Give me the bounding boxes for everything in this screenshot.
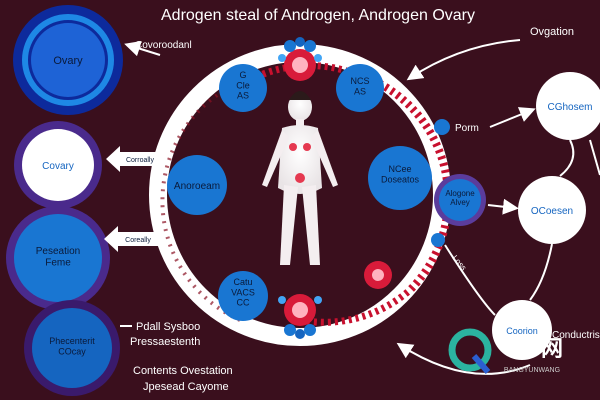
conductris-label: Conductris xyxy=(552,330,600,341)
line-ocoesen-cghosem-outer xyxy=(589,139,600,176)
arrow-ovgation xyxy=(406,39,521,81)
line-ocoesen-coorion xyxy=(529,243,553,301)
svg-text:Anoroeam: Anoroeam xyxy=(174,181,220,192)
svg-text:CGhosem: CGhosem xyxy=(547,102,592,113)
press-label: Pressaestenth xyxy=(130,336,200,348)
jepes-label: Jpesead Cayome xyxy=(143,381,229,393)
line-cghosem-ocoesen xyxy=(559,139,575,177)
watermark-logo: 帮 网 BANGYUNWANG xyxy=(448,328,563,374)
svg-text:Corroally: Corroally xyxy=(126,157,155,164)
ovary-cluster-bottom-icon xyxy=(278,294,322,339)
ring-node-left: Anoroeam xyxy=(167,155,227,215)
human-body-icon xyxy=(262,91,338,265)
node-cghosem: CGhosem xyxy=(536,72,600,140)
svg-text:Coorion: Coorion xyxy=(506,326,538,336)
porm-label: Porm xyxy=(455,123,479,134)
arrow-porm-cghosem xyxy=(489,107,536,128)
watermark-brand: 帮 网 xyxy=(513,336,563,361)
arrow-covoroodanl xyxy=(124,40,161,57)
ovary-cluster-right-icon xyxy=(364,261,392,289)
arrow-alogone-ocoesen xyxy=(487,198,519,215)
small-node-porm xyxy=(434,119,450,135)
red-arc-bottom xyxy=(299,287,413,326)
small-node-loss xyxy=(431,233,445,247)
arrow-bottom-return xyxy=(396,342,531,375)
ovgation-label: Ovgation xyxy=(530,26,574,38)
svg-text:OCoesen: OCoesen xyxy=(531,206,573,217)
pdall-label: Pdall Sysboo xyxy=(136,321,200,333)
node-ocoesen: OCoesen xyxy=(518,176,586,244)
covoroodanl-label: Covoroodanl xyxy=(135,40,192,51)
red-arc-left xyxy=(160,78,246,322)
line-loss-coorion xyxy=(444,244,496,316)
svg-text:Ovary: Ovary xyxy=(53,55,83,67)
svg-text:Coreally: Coreally xyxy=(125,237,151,244)
left-node-ovary: Ovary xyxy=(13,5,123,115)
arrow-corroally: Corroally xyxy=(106,146,163,172)
diagram-title: Adrogen steal of Androgen, Androgen Ovar… xyxy=(161,7,475,24)
node-coorion: Coorion xyxy=(492,300,552,360)
arrow-coreally: Coreally xyxy=(104,226,160,252)
left-node-covary: Covary xyxy=(14,121,102,209)
contents-label: Contents Ovestation xyxy=(133,365,233,377)
red-arc-right xyxy=(358,71,453,293)
ovary-cluster-top-icon xyxy=(278,37,322,81)
watermark-sub: BANGYUNWANG xyxy=(504,367,560,374)
svg-text:Covary: Covary xyxy=(42,161,74,172)
